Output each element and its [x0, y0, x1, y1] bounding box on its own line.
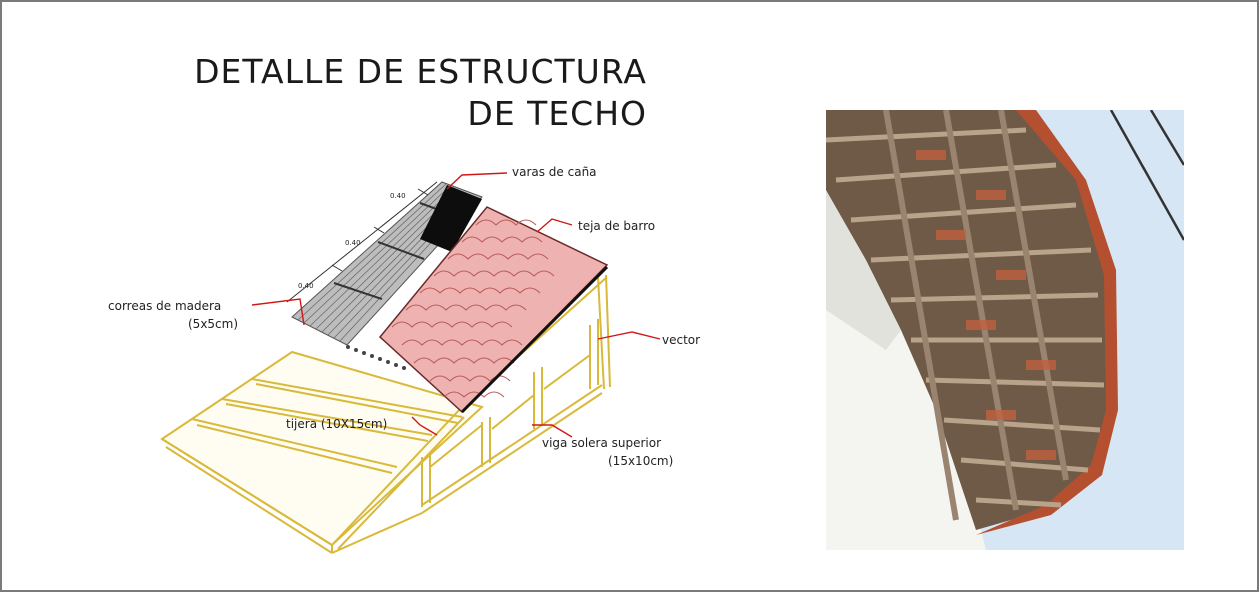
roof-eave-photo — [826, 110, 1184, 550]
leader-lines — [251, 172, 661, 438]
roof-structure-diagram — [160, 172, 661, 554]
label-vector: vector — [662, 333, 701, 347]
title-line-1: DETALLE DE ESTRUCTURA — [194, 52, 647, 91]
dimension-lines — [286, 181, 438, 303]
label-correas-line-1: correas de madera — [108, 299, 222, 313]
dimension-label: 0.40 — [298, 282, 314, 290]
label-teja-de-barro: teja de barro — [578, 219, 656, 233]
cane-panel — [291, 181, 483, 370]
dimension-label: 0.40 — [390, 192, 406, 200]
label-tijera: tijera (10X15cm) — [286, 417, 388, 431]
wood-frame — [160, 274, 611, 554]
title-line-2: DE TECHO — [467, 94, 647, 133]
label-viga-line-1: viga solera superior — [542, 436, 662, 450]
label-correas-line-2: (5x5cm) — [188, 317, 239, 331]
clay-tile-panel — [378, 206, 609, 414]
label-viga-line-2: (15x10cm) — [608, 454, 674, 468]
label-varas-de-cana: varas de caña — [512, 165, 597, 179]
dimension-label: 0.40 — [345, 239, 361, 247]
